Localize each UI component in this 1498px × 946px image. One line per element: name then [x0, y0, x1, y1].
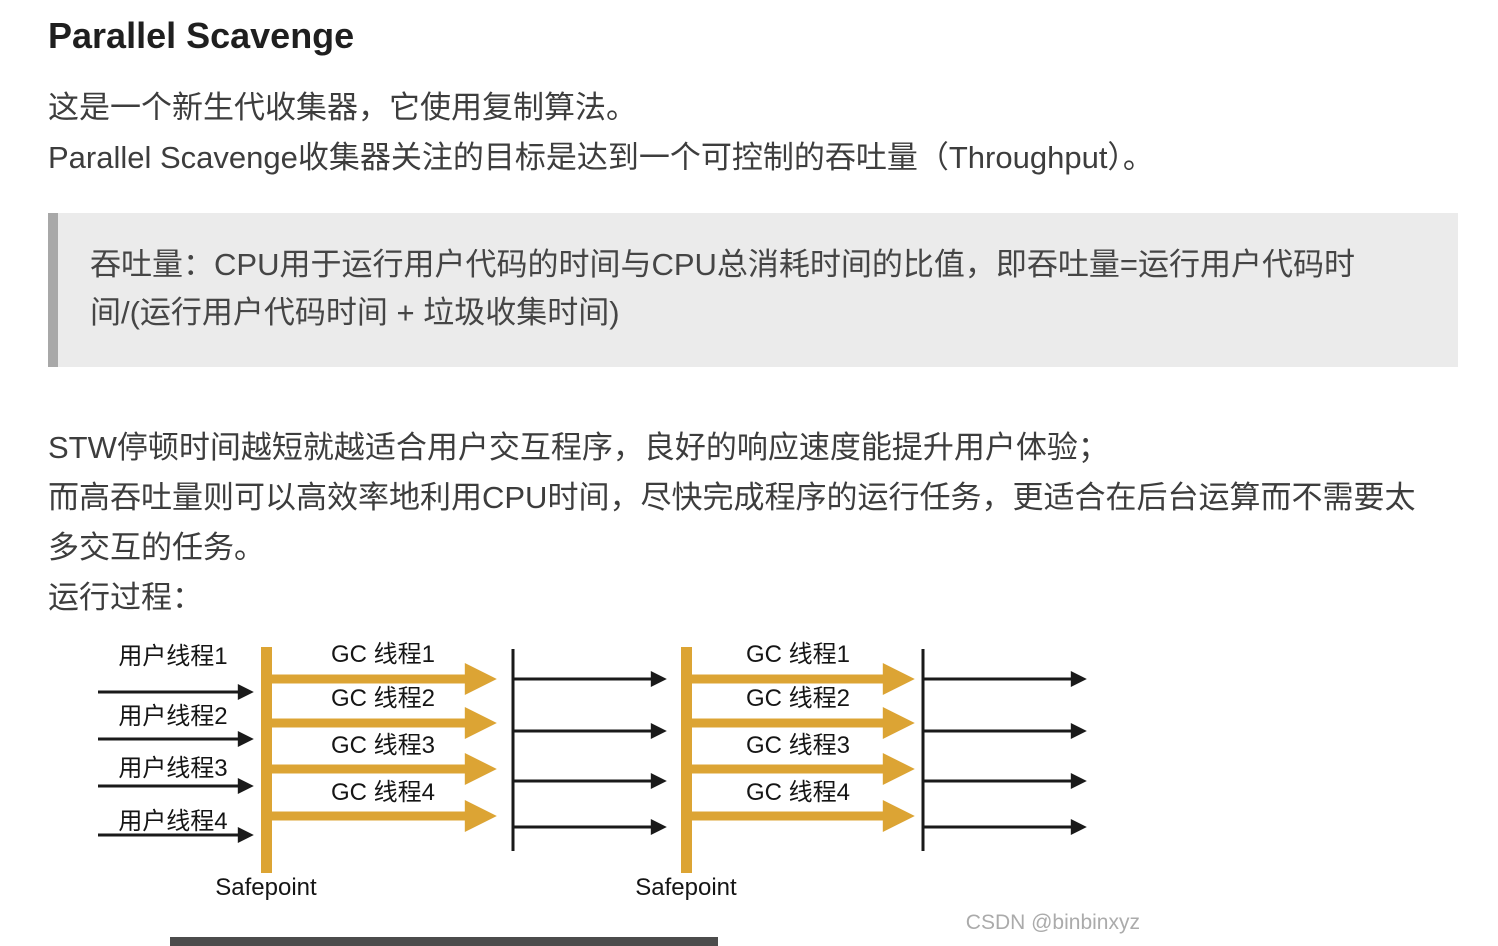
intro-paragraph-line-1: 这是一个新生代收集器，它使用复制算法。	[48, 90, 637, 126]
throughput-blockquote-text: 吞吐量：CPU用于运行用户代码的时间与CPU总消耗时间的比值，即吞吐量=运行用户…	[90, 247, 1356, 331]
safepoint-2-label: Safepoint	[635, 874, 737, 901]
gc-thread-p1-2-label: GC 线程2	[331, 685, 435, 712]
gc-process-diagram: 用户线程1 用户线程2 用户线程3 用户线程4 GC 线程1 GC 线程2 GC…	[48, 639, 1458, 944]
safepoint-bar-2	[681, 647, 692, 874]
user-thread-4-label: 用户线程4	[118, 808, 227, 835]
user-thread-1-label: 用户线程1	[118, 643, 227, 670]
watermark: CSDN @binbinxyz	[966, 911, 1140, 934]
gc-thread-p1-1-label: GC 线程1	[331, 641, 435, 668]
gc-thread-p1-4-label: GC 线程4	[331, 779, 435, 806]
user-thread-3-label: 用户线程3	[118, 755, 227, 782]
throughput-paragraph: 而高吞吐量则可以高效率地利用CPU时间，尽快完成程序的运行任务，更适合在后台运算…	[48, 480, 1416, 566]
gc-thread-p2-3-label: GC 线程3	[746, 732, 850, 759]
page-title: Parallel Scavenge	[48, 15, 355, 56]
gc-thread-p2-1-label: GC 线程1	[746, 641, 850, 668]
bottom-partial-element	[170, 937, 718, 946]
gc-thread-p1-3-label: GC 线程3	[331, 732, 435, 759]
process-label: 运行过程：	[48, 580, 203, 616]
gc-process-diagram-svg: 用户线程1 用户线程2 用户线程3 用户线程4 GC 线程1 GC 线程2 GC…	[98, 641, 1140, 934]
user-thread-2-label: 用户线程2	[118, 703, 227, 730]
gc-thread-p2-2-label: GC 线程2	[746, 685, 850, 712]
gc-thread-p2-4-label: GC 线程4	[746, 779, 850, 806]
safepoint-1-label: Safepoint	[215, 874, 317, 901]
stw-paragraph: STW停顿时间越短就越适合用户交互程序，良好的响应速度能提升用户体验；	[48, 430, 1109, 466]
throughput-blockquote: 吞吐量：CPU用于运行用户代码的时间与CPU总消耗时间的比值，即吞吐量=运行用户…	[48, 213, 1458, 368]
intro-paragraph-line-2: Parallel Scavenge收集器关注的目标是达到一个可控制的吞吐量（Th…	[48, 140, 1154, 176]
safepoint-bar-1	[261, 647, 272, 874]
